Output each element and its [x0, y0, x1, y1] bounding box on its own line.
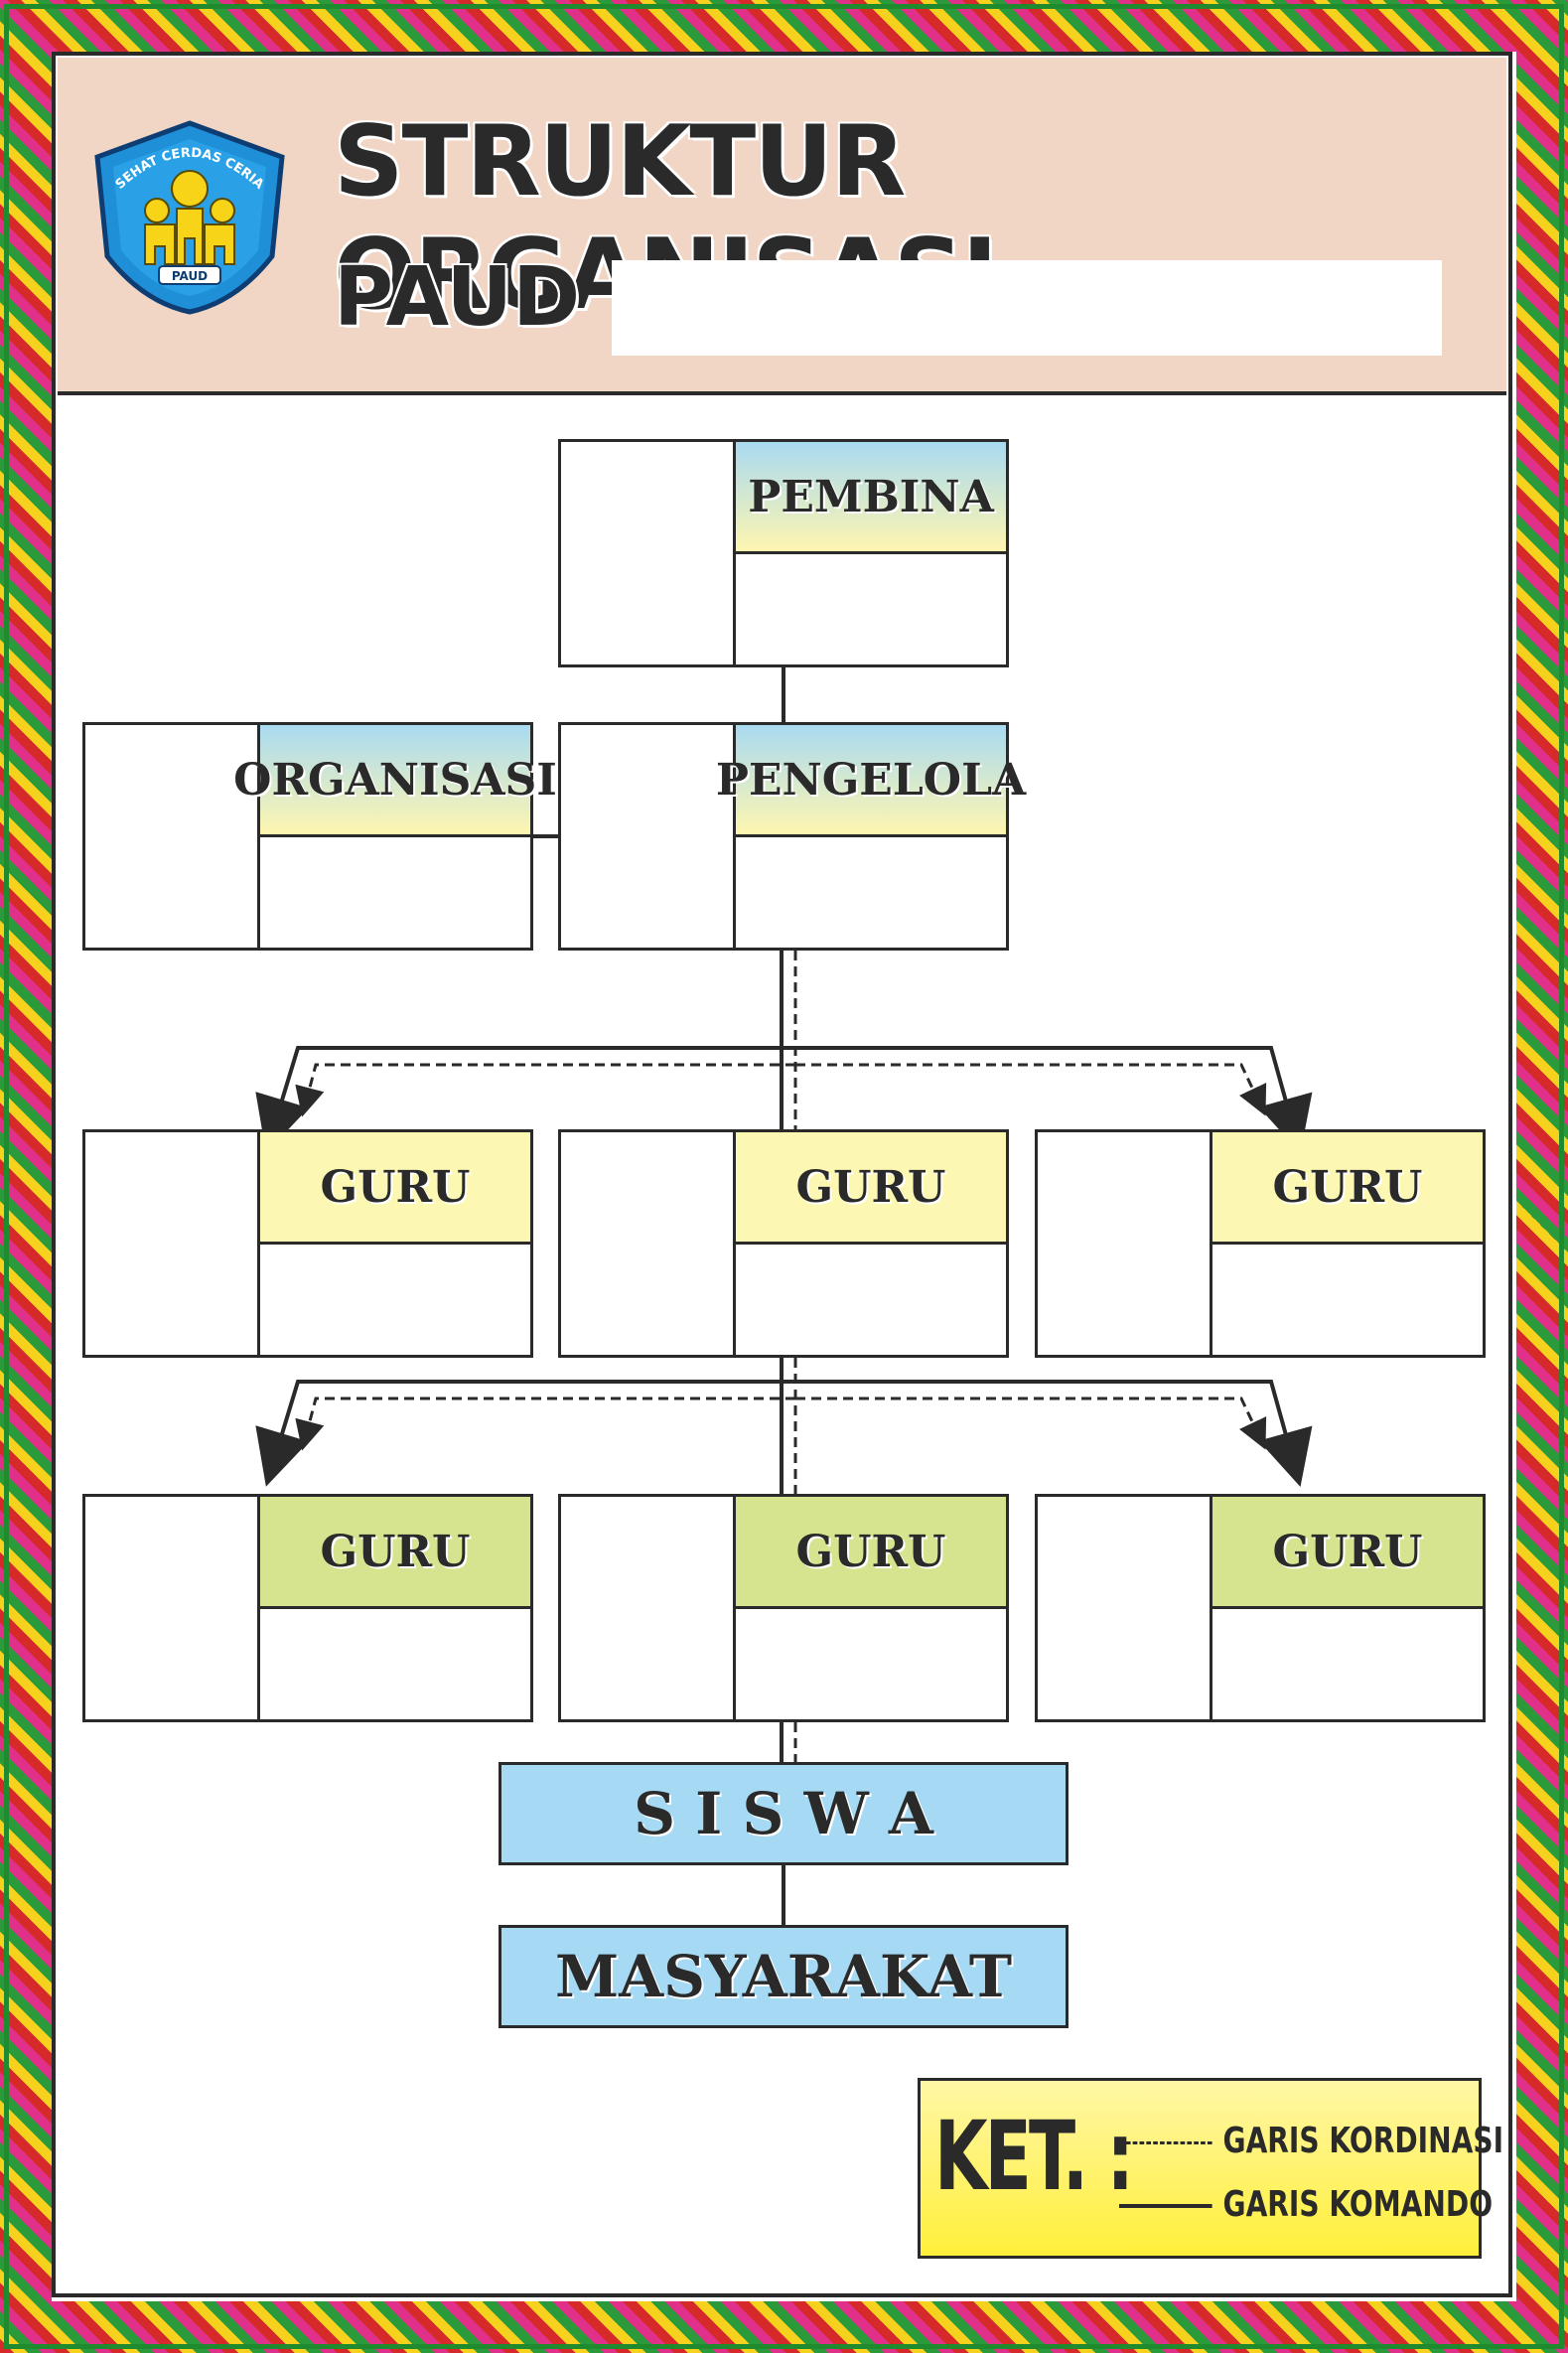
- pembina-label: PEMBINA: [736, 442, 1006, 554]
- guru-photo-slot[interactable]: [1038, 1132, 1212, 1355]
- guru-photo-slot[interactable]: [85, 1497, 260, 1719]
- pengelola-name-slot[interactable]: [736, 837, 1006, 948]
- organisasi-label: ORGANISASI: [233, 725, 557, 837]
- organisasi-box: ORGANISASI: [82, 722, 557, 951]
- paud-name-field[interactable]: [612, 260, 1442, 356]
- paud-label: PAUD :: [334, 250, 641, 345]
- organisasi-photo-slot[interactable]: [85, 725, 260, 948]
- guru-label: GURU: [1212, 1132, 1483, 1245]
- guru-label: GURU: [736, 1497, 1006, 1609]
- guru-label: GURU: [1212, 1497, 1483, 1609]
- guru-box: GURU: [1035, 1494, 1486, 1722]
- pembina-photo-slot[interactable]: [561, 442, 736, 664]
- guru-label: GURU: [736, 1132, 1006, 1245]
- legend-command-label: GARIS KOMANDO: [1222, 2184, 1494, 2225]
- legend-coordination: GARIS KORDINASI: [1119, 2121, 1503, 2161]
- solid-line-icon: [1119, 2204, 1212, 2208]
- guru-photo-slot[interactable]: [561, 1132, 736, 1355]
- guru-box: GURU: [558, 1129, 1009, 1358]
- guru-name-slot[interactable]: [260, 1245, 530, 1355]
- legend-coordination-label: GARIS KORDINASI: [1222, 2121, 1504, 2161]
- siswa-box: S I S W A: [499, 1762, 1069, 1865]
- guru-box: GURU: [82, 1129, 533, 1358]
- pengelola-box: PENGELOLA: [558, 722, 1026, 951]
- guru-label: GURU: [260, 1132, 530, 1245]
- masyarakat-box: MASYARAKAT: [499, 1925, 1069, 2028]
- guru-box: GURU: [558, 1494, 1009, 1722]
- guru-photo-slot[interactable]: [561, 1497, 736, 1719]
- guru-name-slot[interactable]: [1212, 1245, 1483, 1355]
- guru-photo-slot[interactable]: [1038, 1497, 1212, 1719]
- pembina-box: PEMBINA: [558, 439, 1009, 667]
- guru-photo-slot[interactable]: [85, 1132, 260, 1355]
- guru-name-slot[interactable]: [260, 1609, 530, 1719]
- legend-command: GARIS KOMANDO: [1119, 2184, 1493, 2225]
- legend: KET. : GARIS KORDINASI GARIS KOMANDO: [918, 2078, 1503, 2259]
- pembina-name-slot[interactable]: [736, 554, 1006, 664]
- guru-label: GURU: [260, 1497, 530, 1609]
- guru-name-slot[interactable]: [736, 1609, 1006, 1719]
- svg-text:PAUD: PAUD: [172, 269, 208, 283]
- guru-name-slot[interactable]: [1212, 1609, 1483, 1719]
- pengelola-label: PENGELOLA: [716, 725, 1026, 837]
- paud-logo-icon: PAUD SEHAT CERDAS CERIA: [94, 120, 285, 315]
- guru-box: GURU: [1035, 1129, 1486, 1358]
- pengelola-photo-slot[interactable]: [561, 725, 736, 948]
- dashed-line-icon: [1119, 2140, 1212, 2144]
- legend-title: KET. :: [934, 2101, 1134, 2212]
- guru-name-slot[interactable]: [736, 1245, 1006, 1355]
- guru-box: GURU: [82, 1494, 533, 1722]
- organisasi-name-slot[interactable]: [260, 837, 530, 948]
